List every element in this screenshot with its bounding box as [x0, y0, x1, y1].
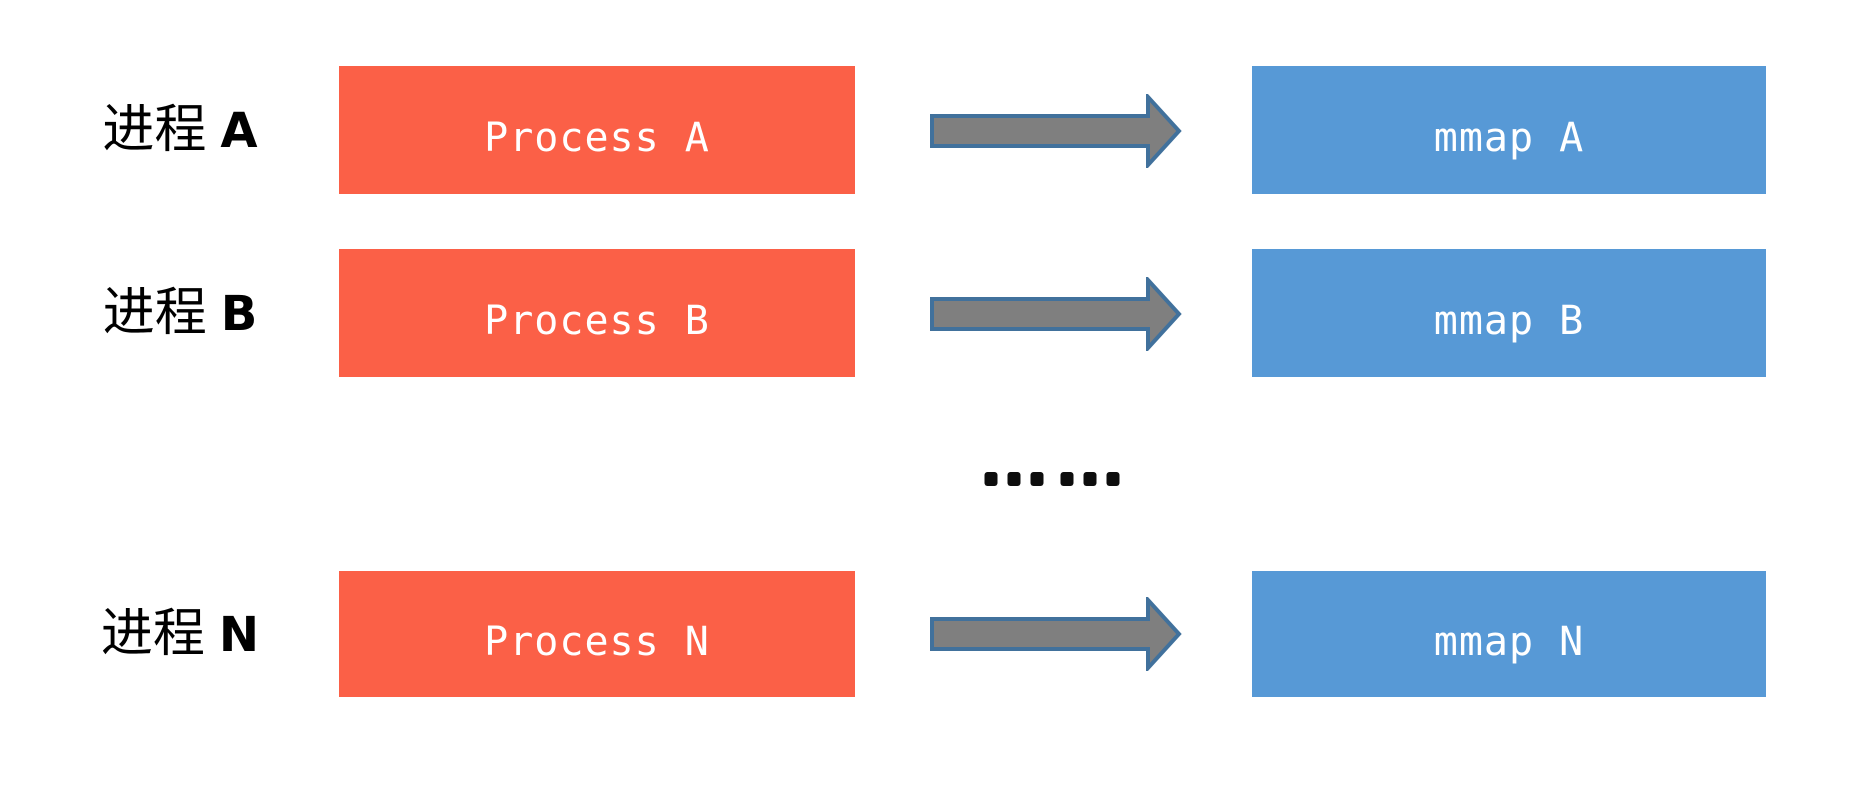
process-row-label-b-cjk: 进程	[102, 283, 207, 343]
mmap-block-b[interactable]: mmap B	[1252, 249, 1766, 377]
mmap-block-n-label: mmap N	[1433, 619, 1585, 665]
process-block-a-label: Process A	[484, 115, 710, 161]
process-row-label-b-suffix: B	[220, 286, 258, 342]
arrow-right-icon	[930, 94, 1182, 168]
arrow-right-icon	[930, 597, 1182, 671]
ellipsis-dot	[1007, 472, 1021, 486]
process-row-label-a-suffix: A	[220, 103, 258, 159]
process-row-label-n-cjk: 进程	[100, 604, 205, 664]
process-block-n-label: Process N	[484, 619, 710, 665]
ellipsis-dot	[1083, 472, 1097, 486]
process-block-b-label: Process B	[484, 298, 710, 344]
arrow-n	[930, 597, 1182, 671]
process-block-n[interactable]: Process N	[339, 571, 855, 697]
arrow-a	[930, 94, 1182, 168]
mmap-block-a-label: mmap A	[1433, 115, 1585, 161]
process-row-label-n-suffix: N	[218, 607, 260, 663]
mmap-block-n[interactable]: mmap N	[1252, 571, 1766, 697]
process-block-b[interactable]: Process B	[339, 249, 855, 377]
ellipsis-dot	[1060, 472, 1074, 486]
ellipsis-dot	[1030, 472, 1044, 486]
mmap-block-b-label: mmap B	[1433, 298, 1585, 344]
arrow-right-icon	[930, 277, 1182, 351]
ellipsis-dot	[984, 472, 998, 486]
ellipsis-dot	[1106, 472, 1120, 486]
arrow-b	[930, 277, 1182, 351]
mmap-block-a[interactable]: mmap A	[1252, 66, 1766, 194]
process-row-label-a-cjk: 进程	[102, 100, 207, 160]
continuation-ellipsis	[980, 472, 1125, 486]
process-block-a[interactable]: Process A	[339, 66, 855, 194]
ellipsis-gap	[1049, 479, 1056, 480]
